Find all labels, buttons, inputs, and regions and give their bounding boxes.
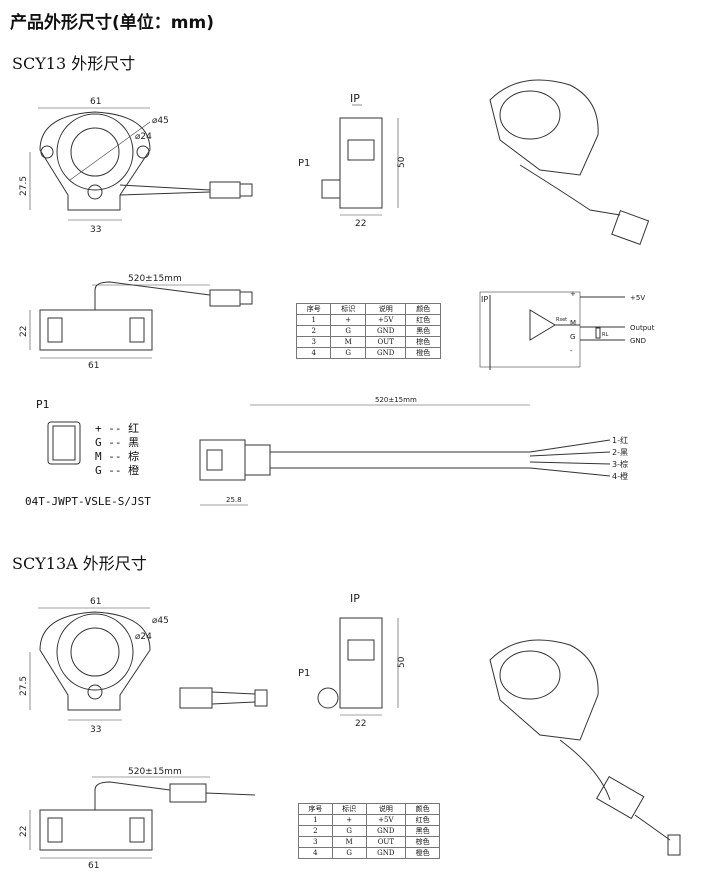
- isometric-view-a: [489, 639, 681, 856]
- svg-text:⌀45: ⌀45: [152, 116, 169, 126]
- svg-text:-: -: [570, 347, 573, 355]
- svg-text:33: 33: [90, 225, 101, 235]
- svg-text:27.5: 27.5: [19, 176, 29, 196]
- connector-p1-drawing: [47, 421, 81, 465]
- circuit-diagram: IP + M G - Rset RL +5V Output GND: [479, 290, 655, 370]
- svg-text:⌀24: ⌀24: [135, 132, 152, 142]
- svg-text:4-橙: 4-橙: [612, 471, 628, 481]
- svg-text:520±15mm: 520±15mm: [375, 396, 417, 404]
- svg-text:22: 22: [19, 826, 29, 837]
- side-view-drawing: IP P1 50 22: [298, 92, 407, 229]
- svg-text:22: 22: [355, 719, 366, 729]
- bottom-view-drawing-a: 520±15mm 22 61: [19, 767, 256, 871]
- svg-text:520±15mm: 520±15mm: [128, 274, 182, 284]
- connector-part-number: 04T-JWPT-VSLE-S/JST: [25, 495, 151, 508]
- svg-text:61: 61: [88, 361, 99, 371]
- svg-text:33: 33: [90, 725, 101, 735]
- section-heading-scy13a: SCY13A 外形尺寸: [12, 554, 147, 573]
- svg-text:M: M: [570, 319, 576, 327]
- svg-text:⌀45: ⌀45: [152, 616, 169, 626]
- front-view-drawing: 61 ⌀45 ⌀24 27.5 33: [19, 97, 253, 235]
- svg-text:61: 61: [90, 97, 101, 107]
- svg-text:Rset: Rset: [556, 317, 567, 323]
- bottom-view-drawing: 520±15mm 22 61: [19, 274, 253, 371]
- svg-text:61: 61: [90, 597, 101, 607]
- cable-drawing: 520±15mm 25.8 1-红 2-黑 3-棕 4-橙: [199, 396, 628, 506]
- svg-text:P1: P1: [298, 158, 310, 169]
- side-view-drawing-a: IP P1 50 22: [298, 592, 407, 729]
- svg-text:IP: IP: [350, 592, 360, 605]
- svg-text:2-黑: 2-黑: [612, 448, 628, 457]
- connector-pin: G -- 黑: [95, 436, 140, 449]
- svg-text:IP: IP: [350, 92, 360, 105]
- section-heading-scy13: SCY13 外形尺寸: [12, 54, 136, 73]
- svg-text:Output: Output: [630, 324, 655, 332]
- svg-text:⌀24: ⌀24: [135, 632, 152, 642]
- svg-text:RL: RL: [602, 332, 608, 338]
- connector-title: P1: [36, 398, 50, 411]
- connector-pin: + -- 红: [95, 422, 140, 435]
- svg-text:520±15mm: 520±15mm: [128, 767, 182, 777]
- page-title: 产品外形尺寸(单位：mm): [10, 13, 214, 33]
- isometric-view: [489, 79, 650, 246]
- svg-text:+5V: +5V: [630, 294, 645, 302]
- svg-text:1-红: 1-红: [612, 435, 628, 445]
- svg-text:IP: IP: [481, 295, 488, 304]
- svg-text:50: 50: [397, 156, 407, 168]
- svg-text:+: +: [570, 290, 576, 298]
- svg-text:P1: P1: [298, 668, 310, 679]
- svg-text:50: 50: [397, 656, 407, 668]
- connector-pin: G -- 橙: [95, 464, 140, 477]
- svg-text:25.8: 25.8: [226, 496, 242, 504]
- svg-text:GND: GND: [630, 337, 646, 345]
- svg-text:61: 61: [88, 861, 99, 871]
- svg-text:3-棕: 3-棕: [612, 459, 628, 469]
- svg-text:22: 22: [19, 326, 29, 337]
- svg-text:G: G: [570, 333, 575, 341]
- svg-text:27.5: 27.5: [19, 676, 29, 696]
- svg-text:22: 22: [355, 219, 366, 229]
- connector-pin: M -- 棕: [95, 450, 140, 463]
- front-view-drawing-a: 61 ⌀45 ⌀24 27.5 33: [19, 597, 268, 735]
